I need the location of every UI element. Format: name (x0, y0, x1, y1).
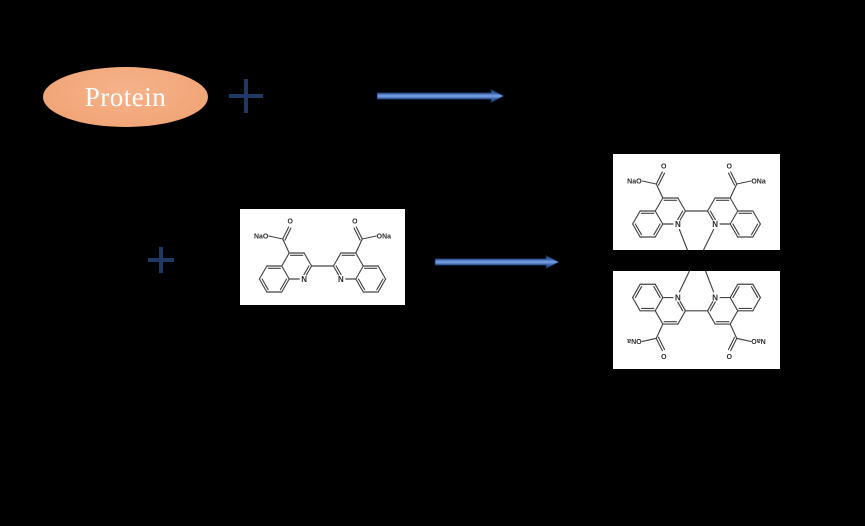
svg-text:NaO: NaO (254, 233, 269, 240)
svg-text:ONa: ONa (377, 233, 391, 240)
svg-text:O: O (352, 218, 358, 225)
cu-complex-bottom-structure-box: NaO O O ONa N N (613, 271, 780, 369)
svg-text:N: N (675, 220, 681, 229)
svg-text:N: N (338, 275, 344, 284)
reaction-arrow-icon (434, 254, 560, 270)
svg-text:N: N (675, 292, 681, 301)
svg-text:ONa: ONa (751, 179, 766, 186)
protein-label: Protein (84, 81, 167, 112)
protein-ellipse: Protein (43, 67, 208, 127)
bca-complex-bottom-molecule: NaO O O ONa N N (627, 271, 766, 360)
svg-text:NaO: NaO (751, 337, 766, 345)
svg-text:ONa: ONa (627, 337, 642, 345)
svg-text:O: O (726, 352, 732, 360)
svg-text:O: O (287, 218, 293, 225)
svg-text:N: N (301, 275, 307, 284)
svg-text:O: O (661, 164, 667, 171)
svg-text:NaO: NaO (627, 179, 642, 186)
svg-text:N: N (712, 220, 718, 229)
svg-text:O: O (661, 352, 667, 360)
svg-text:O: O (726, 164, 732, 171)
reaction-arrow-icon (376, 88, 505, 104)
svg-text:N: N (712, 292, 718, 301)
plus-icon (148, 247, 174, 273)
plus-icon (229, 79, 263, 113)
